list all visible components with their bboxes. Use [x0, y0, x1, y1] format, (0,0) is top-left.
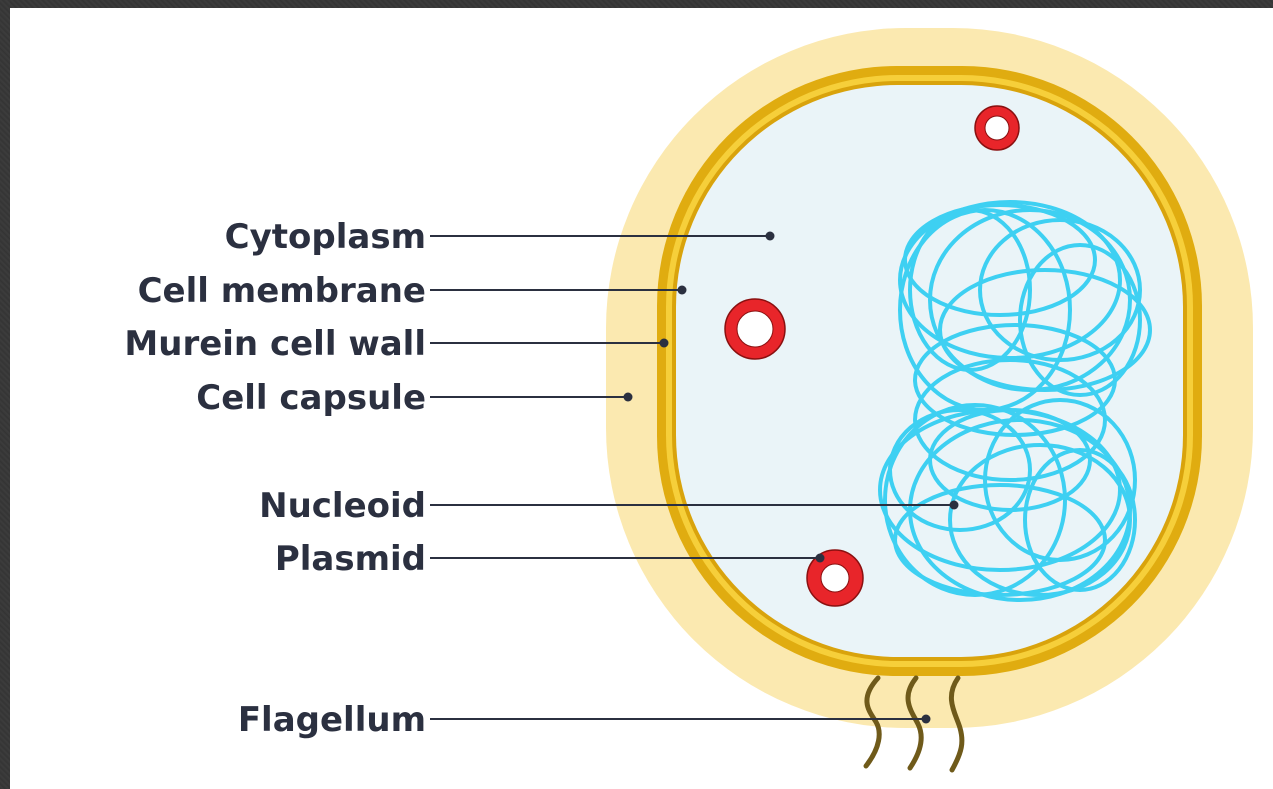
label-cell-capsule-text: Cell capsule: [196, 378, 426, 418]
label-plasmid-text: Plasmid: [275, 539, 426, 579]
pointer-cytoplasm: [766, 232, 775, 241]
label-cytoplasm-text: Cytoplasm: [225, 217, 426, 257]
plasmid-left: [725, 299, 785, 359]
plasmid-top: [975, 106, 1019, 150]
pointer-nucleoid: [950, 501, 959, 510]
pointer-flagellum: [922, 715, 931, 724]
label-murein-cell-wall-text: Murein cell wall: [124, 324, 426, 364]
label-murein-cell-wall: Murein cell wall: [124, 324, 668, 364]
label-nucleoid-text: Nucleoid: [259, 486, 426, 526]
label-cell-membrane-text: Cell membrane: [138, 271, 426, 311]
pointer-cell-membrane: [678, 286, 687, 295]
label-cell-membrane: Cell membrane: [138, 271, 687, 311]
pointer-cell-capsule: [624, 393, 633, 402]
label-cell-capsule: Cell capsule: [196, 378, 632, 418]
label-flagellum-text: Flagellum: [238, 700, 426, 740]
pointer-murein-cell-wall: [660, 339, 669, 348]
pointer-plasmid: [816, 554, 825, 563]
